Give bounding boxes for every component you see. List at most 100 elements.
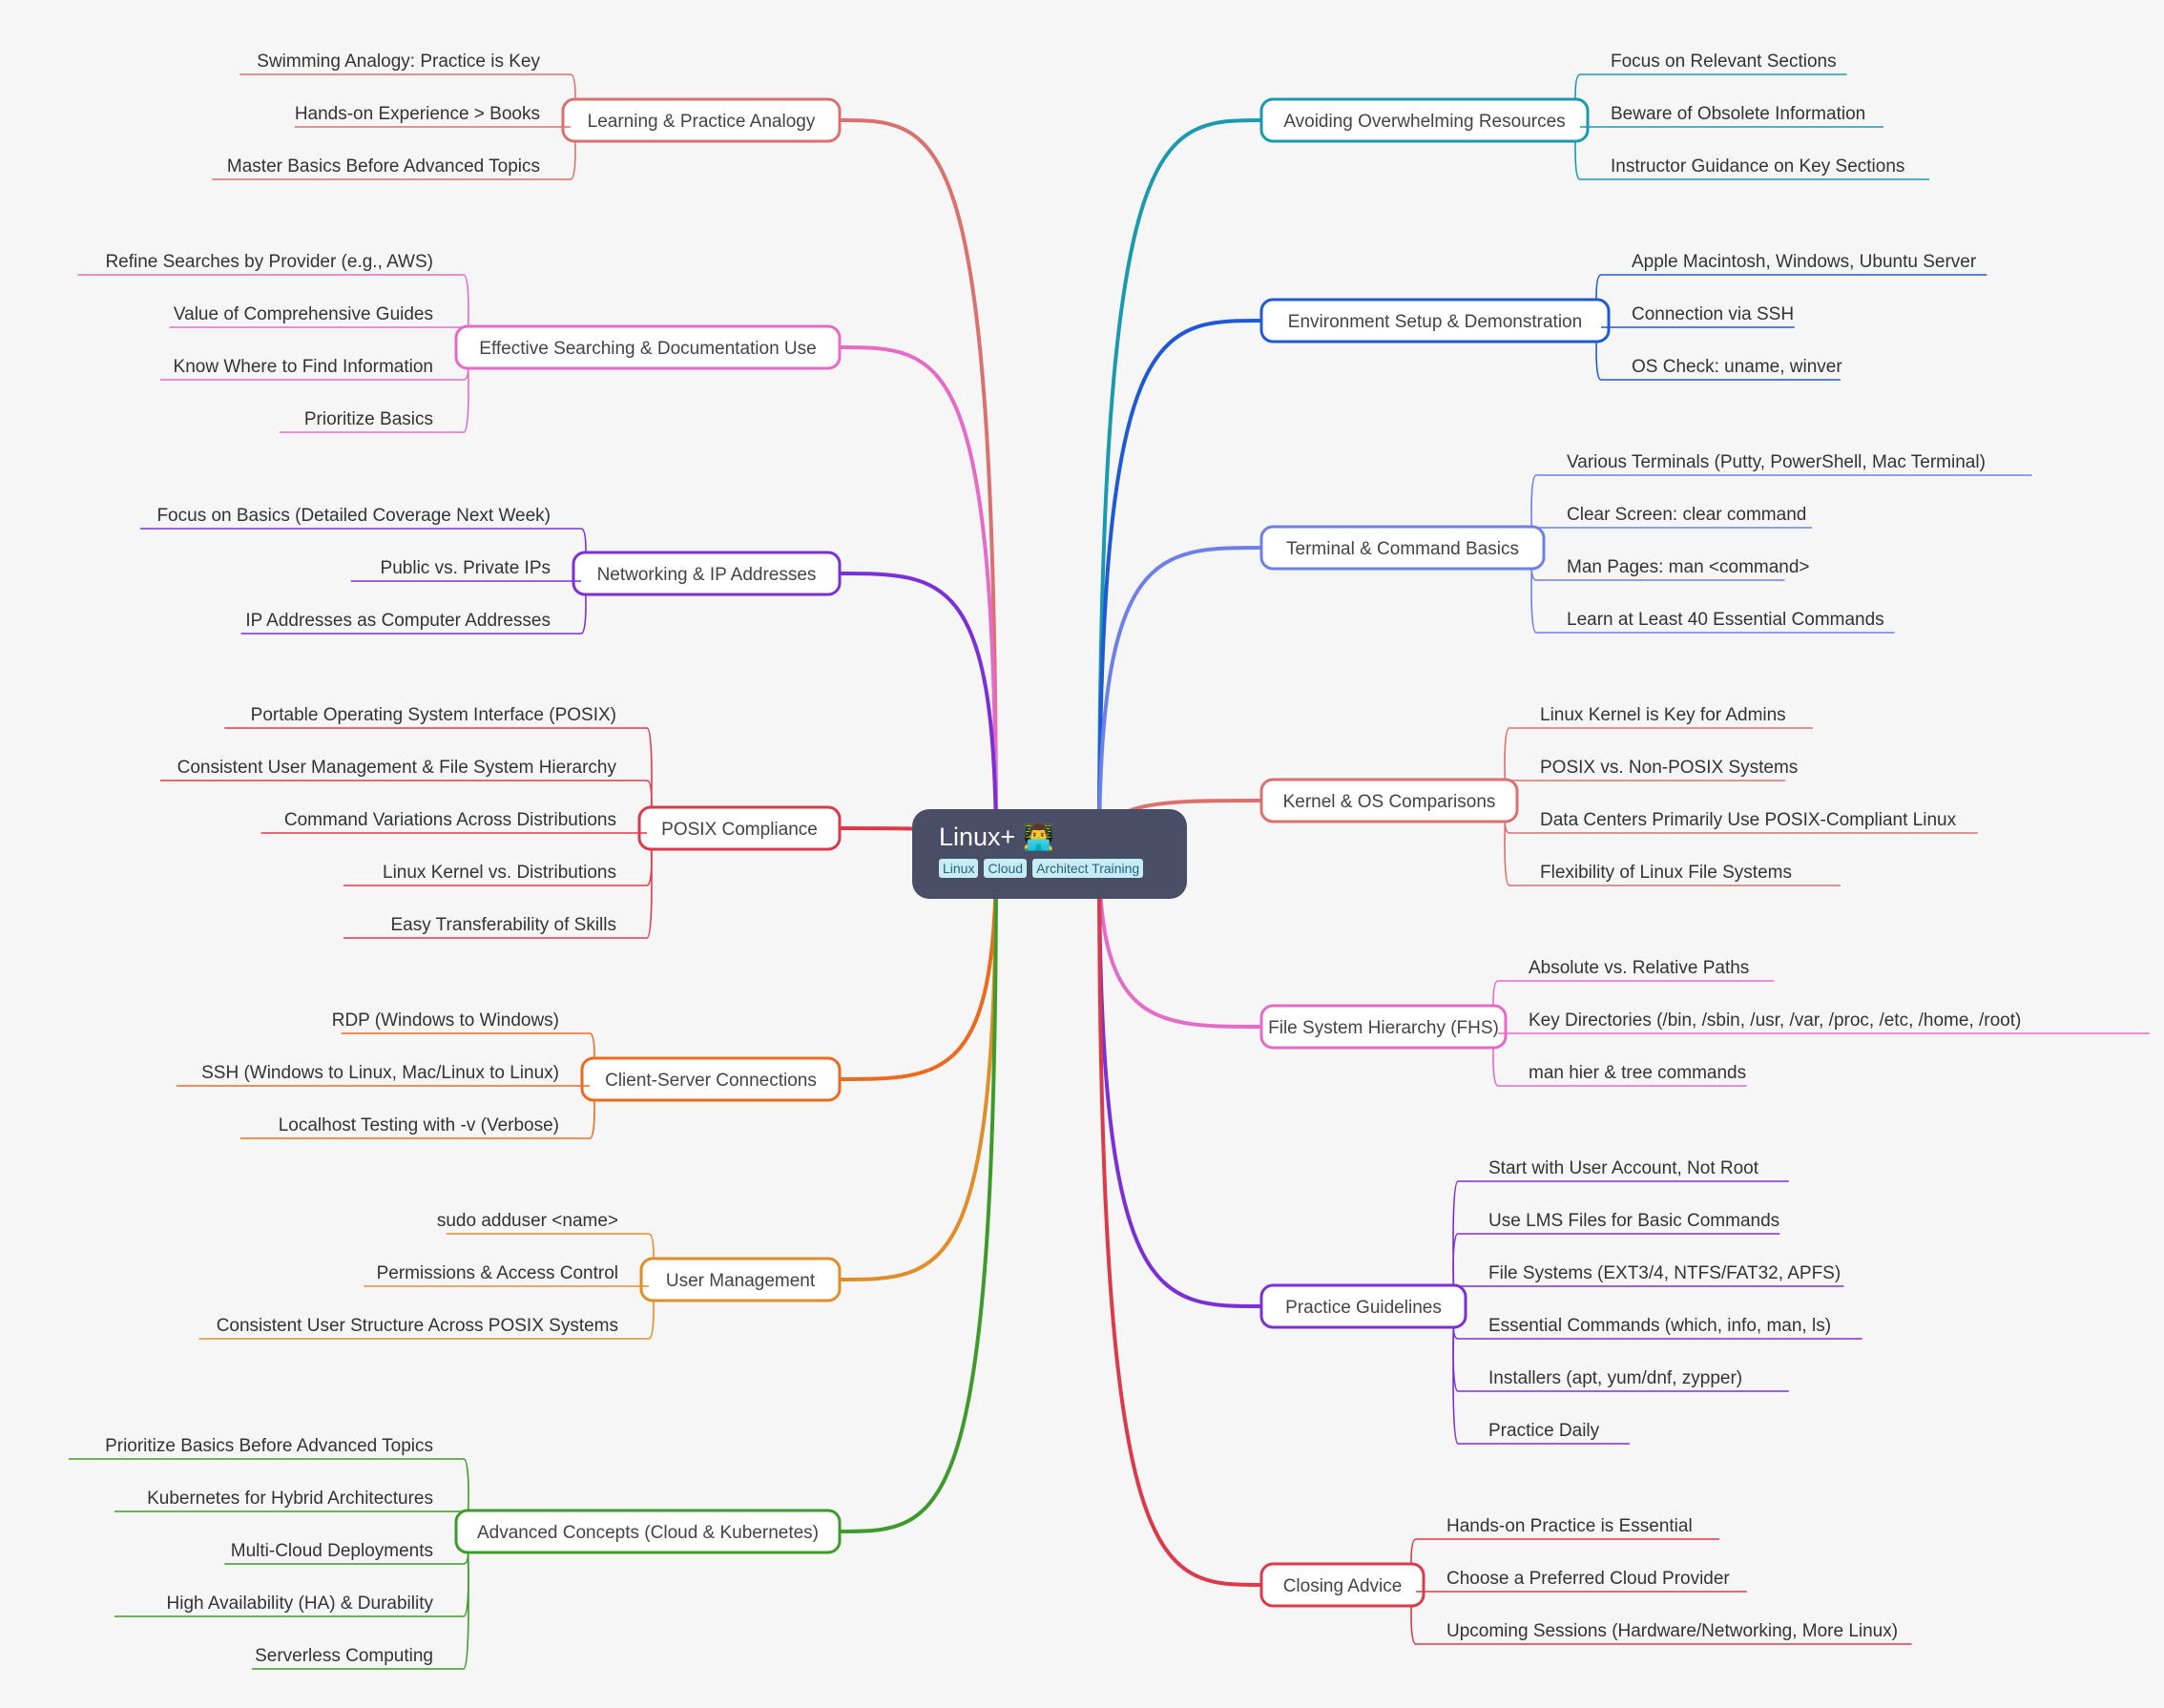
- leaf-label: IP Addresses as Computer Addresses: [245, 611, 551, 631]
- branch-connector: [838, 852, 998, 1281]
- leaf-node[interactable]: Permissions & Access Control: [364, 1263, 649, 1287]
- leaf-node[interactable]: Connection via SSH: [1601, 304, 1795, 328]
- branch-node[interactable]: File System Hierarchy (FHS): [1259, 1004, 1508, 1050]
- leaf-node[interactable]: Learn at Least 40 Essential Commands: [1536, 610, 1895, 634]
- branch-node[interactable]: Client-Server Connections: [580, 1056, 842, 1102]
- branch-node[interactable]: Avoiding Overwhelming Resources: [1259, 97, 1590, 143]
- leaf-node[interactable]: Multi-Cloud Deployments: [224, 1541, 464, 1565]
- leaf-label: Upcoming Sessions (Hardware/Networking, …: [1446, 1621, 1898, 1641]
- branch-node[interactable]: Practice Guidelines: [1259, 1283, 1467, 1329]
- tag-architect-training[interactable]: Architect Training: [1032, 859, 1144, 878]
- leaf-label: Choose a Preferred Cloud Provider: [1446, 1569, 1730, 1589]
- leaf-node[interactable]: Hands-on Experience > Books: [294, 104, 571, 128]
- leaf-node[interactable]: Upcoming Sessions (Hardware/Networking, …: [1416, 1621, 1912, 1645]
- leaf-label: Instructor Guidance on Key Sections: [1611, 156, 1904, 177]
- branch-label: Environment Setup & Demonstration: [1288, 312, 1582, 332]
- leaf-node[interactable]: Various Terminals (Putty, PowerShell, Ma…: [1536, 452, 2032, 476]
- branch-label: Learning & Practice Analogy: [588, 112, 816, 132]
- leaf-node[interactable]: Value of Comprehensive Guides: [169, 304, 464, 328]
- leaf-label: Easy Transferability of Skills: [390, 915, 616, 935]
- leaf-node[interactable]: Choose a Preferred Cloud Provider: [1416, 1569, 1747, 1593]
- branch-box: [1259, 778, 1519, 823]
- leaf-node[interactable]: Hands-on Practice is Essential: [1416, 1516, 1719, 1540]
- branch-label: Networking & IP Addresses: [597, 565, 817, 585]
- leaf-label: Refine Searches by Provider (e.g., AWS): [105, 252, 433, 272]
- leaf-node[interactable]: Consistent User Structure Across POSIX S…: [198, 1316, 649, 1340]
- leaf-node[interactable]: man hier & tree commands: [1498, 1063, 1747, 1087]
- tag-linux[interactable]: Linux: [939, 859, 979, 878]
- leaf-label: man hier & tree commands: [1529, 1063, 1746, 1083]
- branch-node[interactable]: Closing Advice: [1259, 1562, 1425, 1608]
- leaf-node[interactable]: RDP (Windows to Windows): [332, 1010, 590, 1034]
- branch-node[interactable]: Environment Setup & Demonstration: [1259, 298, 1611, 344]
- leaf-node[interactable]: Prioritize Basics: [279, 409, 464, 433]
- leaf-label: Data Centers Primarily Use POSIX-Complia…: [1540, 810, 1957, 830]
- branch-label: Avoiding Overwhelming Resources: [1283, 112, 1565, 132]
- leaf-node[interactable]: Linux Kernel is Key for Admins: [1509, 705, 1813, 729]
- leaf-node[interactable]: Beware of Obsolete Information: [1580, 104, 1883, 128]
- branch-node[interactable]: Networking & IP Addresses: [572, 551, 842, 596]
- leaf-node[interactable]: High Availability (HA) & Durability: [114, 1593, 464, 1617]
- leaf-label: Essential Commands (which, info, man, ls…: [1488, 1316, 1831, 1336]
- leaf-node[interactable]: OS Check: uname, winver: [1601, 357, 1842, 381]
- leaf-node[interactable]: Command Variations Across Distributions: [260, 810, 647, 834]
- branch-box: [1259, 1283, 1467, 1329]
- leaf-node[interactable]: Kubernetes for Hybrid Architectures: [114, 1489, 464, 1512]
- leaf-label: Learn at Least 40 Essential Commands: [1567, 610, 1884, 630]
- leaf-node[interactable]: Prioritize Basics Before Advanced Topics: [69, 1436, 464, 1460]
- leaf-node[interactable]: Refine Searches by Provider (e.g., AWS): [77, 252, 464, 276]
- leaf-node[interactable]: Consistent User Management & File System…: [160, 758, 647, 781]
- branch-node[interactable]: Terminal & Command Basics: [1259, 525, 1546, 571]
- leaf-label: Focus on Relevant Sections: [1611, 52, 1837, 72]
- leaf-node[interactable]: Start with User Account, Not Root: [1458, 1158, 1789, 1182]
- branch-node[interactable]: Advanced Concepts (Cloud & Kubernetes): [454, 1509, 842, 1554]
- leaf-node[interactable]: Man Pages: man <command>: [1536, 557, 1810, 581]
- leaf-label: Use LMS Files for Basic Commands: [1488, 1211, 1779, 1231]
- leaf-node[interactable]: Portable Operating System Interface (POS…: [224, 705, 647, 729]
- leaf-node[interactable]: Flexibility of Linux File Systems: [1509, 863, 1841, 886]
- leaf-node[interactable]: Apple Macintosh, Windows, Ubuntu Server: [1601, 252, 1987, 276]
- leaf-node[interactable]: Master Basics Before Advanced Topics: [212, 156, 571, 180]
- leaf-node[interactable]: Linux Kernel vs. Distributions: [343, 863, 647, 886]
- branch-node[interactable]: Learning & Practice Analogy: [561, 97, 842, 143]
- tag-cloud[interactable]: Cloud: [984, 859, 1028, 878]
- leaf-node[interactable]: Focus on Basics (Detailed Coverage Next …: [140, 506, 581, 530]
- leaf-node[interactable]: Public vs. Private IPs: [350, 558, 581, 582]
- branch-node[interactable]: Kernel & OS Comparisons: [1259, 778, 1519, 823]
- root-node[interactable]: Linux+ 👨‍💻 Linux Cloud Architect Trainin…: [912, 809, 1187, 899]
- leaf-node[interactable]: Key Directories (/bin, /sbin, /usr, /var…: [1498, 1010, 2150, 1034]
- leaf-node[interactable]: Easy Transferability of Skills: [343, 915, 647, 939]
- leaf-label: Hands-on Practice is Essential: [1446, 1516, 1693, 1536]
- leaf-node[interactable]: Serverless Computing: [252, 1646, 464, 1670]
- leaf-label: Portable Operating System Interface (POS…: [251, 705, 616, 725]
- leaf-node[interactable]: Instructor Guidance on Key Sections: [1580, 156, 1929, 180]
- leaf-node[interactable]: IP Addresses as Computer Addresses: [240, 611, 581, 635]
- leaf-node[interactable]: Use LMS Files for Basic Commands: [1458, 1211, 1780, 1235]
- branch-node[interactable]: User Management: [639, 1257, 842, 1302]
- leaf-node[interactable]: Clear Screen: clear command: [1536, 505, 1813, 529]
- leaf-node[interactable]: Data Centers Primarily Use POSIX-Complia…: [1509, 810, 1978, 834]
- leaf-node[interactable]: File Systems (EXT3/4, NTFS/FAT32, APFS): [1458, 1263, 1844, 1287]
- leaf-node[interactable]: Focus on Relevant Sections: [1580, 52, 1847, 75]
- leaf-node[interactable]: Practice Daily: [1458, 1421, 1630, 1445]
- leaf-node[interactable]: Know Where to Find Information: [160, 357, 464, 381]
- branch-box: [1259, 525, 1546, 571]
- leaf-node[interactable]: Localhost Testing with -v (Verbose): [240, 1115, 590, 1139]
- leaf-label: SSH (Windows to Linux, Mac/Linux to Linu…: [201, 1063, 559, 1083]
- leaf-node[interactable]: Swimming Analogy: Practice is Key: [239, 52, 571, 75]
- branch-node[interactable]: Effective Searching & Documentation Use: [454, 324, 842, 370]
- branch-connector: [838, 345, 998, 856]
- leaf-label: Key Directories (/bin, /sbin, /usr, /var…: [1529, 1010, 2021, 1031]
- branch-connector: [1097, 118, 1263, 856]
- leaf-node[interactable]: SSH (Windows to Linux, Mac/Linux to Linu…: [176, 1063, 590, 1087]
- leaf-label: Flexibility of Linux File Systems: [1540, 863, 1792, 883]
- leaf-node[interactable]: Installers (apt, yum/dnf, zypper): [1458, 1368, 1789, 1392]
- branch-box: [1259, 97, 1590, 143]
- leaf-node[interactable]: POSIX vs. Non-POSIX Systems: [1509, 758, 1798, 781]
- leaf-label: Value of Comprehensive Guides: [174, 304, 433, 324]
- leaf-node[interactable]: sudo adduser <name>: [437, 1211, 649, 1235]
- leaf-node[interactable]: Essential Commands (which, info, man, ls…: [1458, 1316, 1862, 1340]
- branch-node[interactable]: POSIX Compliance: [637, 805, 842, 851]
- leaf-node[interactable]: Absolute vs. Relative Paths: [1498, 958, 1775, 982]
